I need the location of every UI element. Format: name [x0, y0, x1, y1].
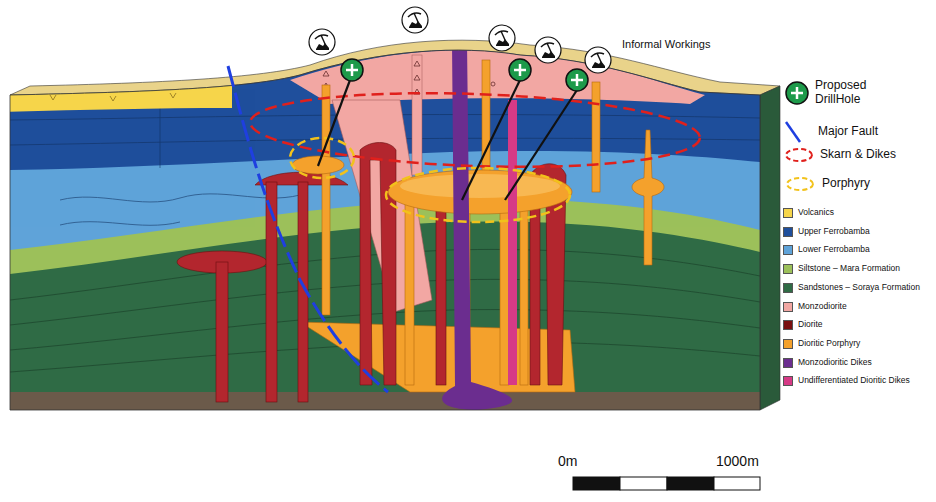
- scale-bar: [573, 477, 760, 490]
- legend-drill-icon: [786, 82, 808, 104]
- right-face: [760, 86, 780, 410]
- monzodiorite-dike: [412, 55, 422, 175]
- legend-text: Diorite: [798, 320, 823, 330]
- note-label: Informal Workings: [622, 38, 710, 51]
- legend-skarn-sample: [786, 149, 812, 161]
- workings-icon: [535, 37, 561, 63]
- block-outline: [10, 50, 760, 410]
- legend-text: Major Fault: [818, 125, 878, 139]
- legend-text: Monzodiorite: [798, 302, 847, 312]
- drill-traces: [318, 80, 577, 200]
- skarn-outline: [249, 86, 701, 174]
- legend-swatch: [783, 339, 793, 349]
- drill-icon: [341, 59, 363, 81]
- porphyry: [292, 60, 664, 385]
- scale-label: 1000m: [716, 453, 759, 469]
- legend-text: Porphyry: [822, 177, 870, 191]
- legend-swatch: [783, 208, 793, 218]
- legend-swatch: [783, 227, 793, 237]
- basement: [0, 392, 780, 422]
- legend-swatch: [783, 264, 793, 274]
- drill-icon: [566, 69, 588, 91]
- porphyry-outline: [386, 168, 570, 222]
- dioritic-dike: [508, 100, 517, 385]
- legend-text: Dioritic Porphyry: [798, 339, 860, 349]
- workings-icon: [585, 47, 611, 73]
- legend-swatch: [783, 245, 793, 255]
- legend-swatch: [783, 376, 793, 386]
- workings-icon: [489, 25, 515, 51]
- legend-text: Siltstone – Mara Formation: [798, 264, 900, 274]
- legend-text: Skarn & Dikes: [820, 148, 896, 162]
- legend-swatch: [783, 358, 793, 368]
- strata: [0, 0, 780, 422]
- major-fault: [228, 66, 388, 392]
- volcanics: [0, 80, 232, 112]
- legend-swatch: [783, 320, 793, 330]
- scale-label: 0m: [558, 453, 577, 469]
- legend-text: Volcanics: [798, 208, 834, 218]
- drill-icon: [509, 59, 531, 81]
- workings-icon: [309, 29, 335, 55]
- legend-swatch: [783, 283, 793, 293]
- legend-text: Monzodioritic Dikes: [798, 358, 872, 368]
- workings-icon: [402, 7, 428, 33]
- legend-text: Upper Ferrobamba: [798, 227, 870, 237]
- monzodioritic-dike: [442, 42, 512, 410]
- volcanic-ticks: [50, 93, 176, 101]
- legend-fault-line: [786, 122, 800, 142]
- legend-porphyry-sample: [787, 178, 813, 190]
- legend-text: Lower Ferrobamba: [798, 245, 870, 255]
- legend-text: Undifferentiated Dioritic Dikes: [798, 376, 910, 386]
- legend-text: Proposed DrillHole: [815, 79, 877, 107]
- upper-ferrobamba: [0, 0, 780, 420]
- diorite: [177, 143, 566, 403]
- monzodiorite-dome: [290, 50, 705, 104]
- legend-swatch: [783, 302, 793, 312]
- legend-text: Sandstones – Soraya Formation: [798, 283, 920, 293]
